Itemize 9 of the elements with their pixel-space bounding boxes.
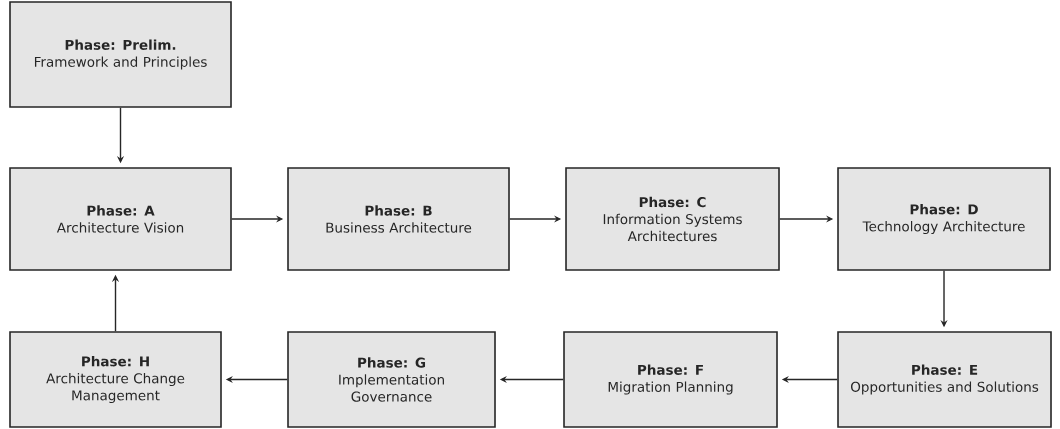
process-box: Phase: D Technology Architecture [837, 167, 1051, 271]
process-box: Phase: F Migration Planning [563, 331, 778, 428]
process-box: Phase: B Business Architecture [287, 167, 510, 271]
process-box: Phase: Prelim. Framework and Principles [9, 1, 232, 108]
process-box: Phase: G Implementation Governance [287, 331, 496, 428]
process-box: Phase: H Architecture Change Management [9, 331, 222, 428]
process-box: Phase: A Architecture Vision [9, 167, 232, 271]
process-box: Phase: E Opportunities and Solutions [837, 331, 1052, 428]
process-box: Phase: C Information Systems Architectures [565, 167, 780, 271]
